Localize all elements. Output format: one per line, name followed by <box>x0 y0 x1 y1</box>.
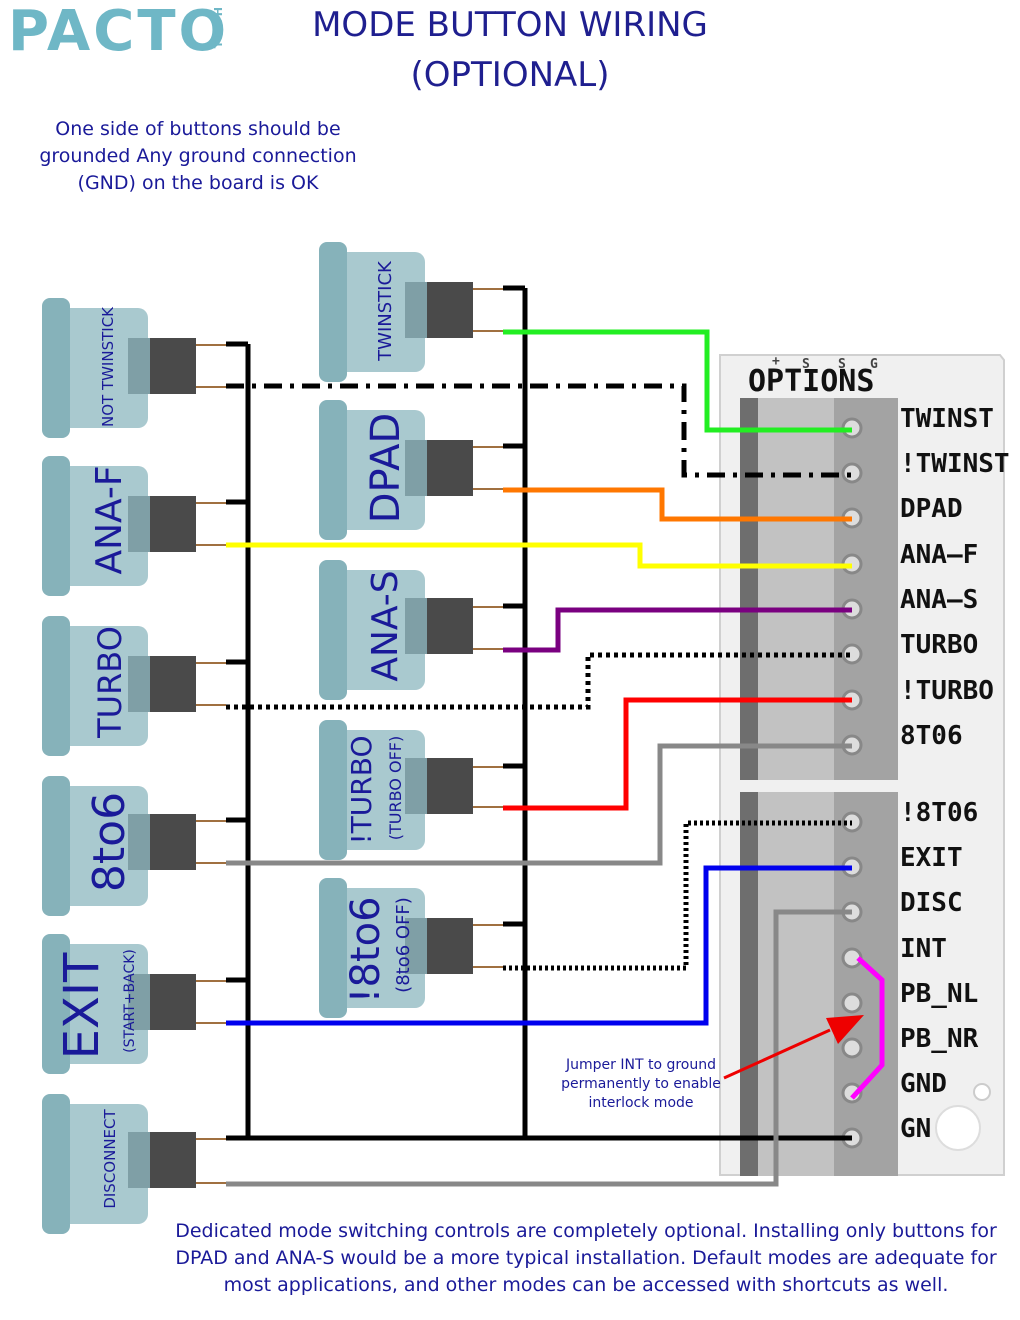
pin-label-twinst: TWINST <box>900 404 994 434</box>
right-buttons <box>319 242 503 1018</box>
pin-label-not-8t06: !8T06 <box>900 798 979 828</box>
label-not-8to6-sub: (8to6 OFF) <box>393 897 414 993</box>
wire-ana-s <box>503 607 852 653</box>
pin-label-pb-nl: PB_NL <box>900 979 979 1009</box>
pin-label-gnd: GND <box>900 1069 947 1099</box>
title-line-2: (OPTIONAL) <box>410 55 610 95</box>
button-ana-f <box>42 456 226 596</box>
pin-label-pb-nr: PB_NR <box>900 1024 979 1054</box>
label-not-8to6: !8to6 <box>343 896 389 1004</box>
logo: PACTO <box>8 0 230 64</box>
pin-label-ana-f: ANA–F <box>900 540 979 570</box>
wire-not-8to6 <box>503 820 852 971</box>
pin-label-int: INT <box>900 934 947 964</box>
footer-note: Dedicated mode switching controls are co… <box>175 1220 997 1296</box>
jumper-arrow <box>723 1015 864 1080</box>
pin-label-ana-s: ANA–S <box>900 585 979 615</box>
button-turbo <box>42 616 226 756</box>
wire-twinstick <box>503 329 852 433</box>
pin-label-8t06: 8T06 <box>900 721 963 751</box>
button-not-twinstick <box>42 298 226 438</box>
svg-text:S: S <box>802 357 810 372</box>
wire-not-twinstick <box>226 383 852 478</box>
svg-text:G: G <box>870 357 878 372</box>
board-top-marks: + S S G <box>772 354 878 372</box>
wire-disconnect <box>226 909 852 1187</box>
ground-note: One side of buttons should be grounded A… <box>39 118 357 194</box>
title-line-1: MODE BUTTON WIRING <box>312 5 708 45</box>
button-8to6 <box>42 776 226 916</box>
wire-turbo <box>226 652 852 710</box>
button-not-8to6 <box>319 878 503 1018</box>
button-twinstick <box>319 242 503 382</box>
button-disconnect <box>42 1094 226 1234</box>
pin-label-disc: DISC <box>900 888 963 918</box>
svg-text:+: + <box>772 354 780 369</box>
pin-label-exit: EXIT <box>900 843 963 873</box>
wire-exit <box>226 865 852 1026</box>
wire-dpad <box>503 487 852 522</box>
jumper-note: Jumper INT to ground permanently to enab… <box>561 1057 721 1111</box>
ground-bus <box>226 285 852 1141</box>
pin-label-turbo: TURBO <box>900 630 979 660</box>
wire-8to6 <box>226 743 852 866</box>
left-buttons <box>42 298 226 1234</box>
jumper-int-gnd <box>850 956 885 1100</box>
label-disconnect: DISCONNECT <box>101 1109 119 1209</box>
button-exit <box>42 934 226 1074</box>
button-dpad <box>319 400 503 540</box>
pin-label-not-twinst: !TWINST <box>900 449 1010 479</box>
board-header: OPTIONS <box>748 364 875 399</box>
label-exit-sub: (START+BACK) <box>122 949 138 1053</box>
pin-label-not-turbo: !TURBO <box>900 676 994 706</box>
wire-not-turbo <box>503 697 852 811</box>
options-board: + S S G <box>719 354 1005 1176</box>
page-title: MODE BUTTON WIRING (OPTIONAL) <box>260 0 760 100</box>
button-ana-s <box>319 560 503 700</box>
wire-ana-f <box>226 542 852 569</box>
button-not-turbo <box>319 720 503 860</box>
pin-label-gn: GN <box>900 1114 932 1144</box>
svg-text:S: S <box>838 357 846 372</box>
pin-label-dpad: DPAD <box>900 494 963 524</box>
